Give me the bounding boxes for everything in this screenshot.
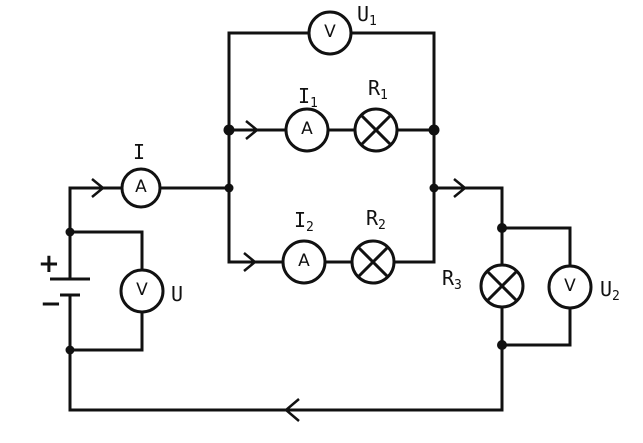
lamp-r1 xyxy=(353,107,399,153)
node-branch1-right xyxy=(428,124,440,136)
arrow-return-current xyxy=(284,398,300,422)
wires xyxy=(68,31,572,412)
voltmeter-right xyxy=(547,264,593,310)
voltmeter-top xyxy=(307,10,353,56)
battery-symbol xyxy=(50,277,90,297)
voltmeter-source-symbol: V xyxy=(136,280,148,300)
arrow-branch1-current xyxy=(245,120,259,140)
ammeter-main-symbol: A xyxy=(135,177,147,197)
current-arrows xyxy=(91,120,467,422)
arrow-main-current xyxy=(91,178,105,198)
lamp-r2 xyxy=(350,239,396,285)
junction-nodes xyxy=(65,124,507,355)
label-resistor-r1: R1 xyxy=(368,76,388,103)
battery-plus-sign: + xyxy=(38,249,60,279)
label-current-i1: I1 xyxy=(298,84,318,111)
arrow-branch2-current xyxy=(243,252,257,272)
lamp-r3 xyxy=(479,263,525,309)
node-u2-top xyxy=(497,223,507,233)
label-voltage-source: U xyxy=(171,282,184,306)
ammeter-branch1-symbol: A xyxy=(301,119,313,139)
label-resistor-r3: R3 xyxy=(442,266,462,293)
ammeter-main xyxy=(120,167,162,209)
arrow-right-current xyxy=(453,178,467,198)
label-voltage-u2: U2 xyxy=(600,277,620,304)
node-u-top xyxy=(65,227,75,237)
label-resistor-r2: R2 xyxy=(366,206,386,233)
label-current-total: I xyxy=(133,140,146,164)
voltmeter-right-symbol: V xyxy=(564,276,576,296)
node-right-bus xyxy=(429,183,439,193)
ammeter-branch2-symbol: A xyxy=(298,251,310,271)
ammeter-branch2 xyxy=(281,239,327,285)
node-left-bus xyxy=(224,183,234,193)
voltmeter-source xyxy=(119,268,165,314)
battery-minus-sign: − xyxy=(40,289,62,319)
label-voltage-u1: U1 xyxy=(357,2,377,29)
label-current-i2: I2 xyxy=(294,208,314,235)
node-branch1-left xyxy=(223,124,235,136)
node-u2-bottom xyxy=(497,340,507,350)
lamps xyxy=(350,107,525,309)
node-u-bottom xyxy=(65,345,75,355)
meters xyxy=(119,10,593,314)
voltmeter-top-symbol: V xyxy=(324,22,336,42)
ammeter-branch1 xyxy=(284,107,330,153)
